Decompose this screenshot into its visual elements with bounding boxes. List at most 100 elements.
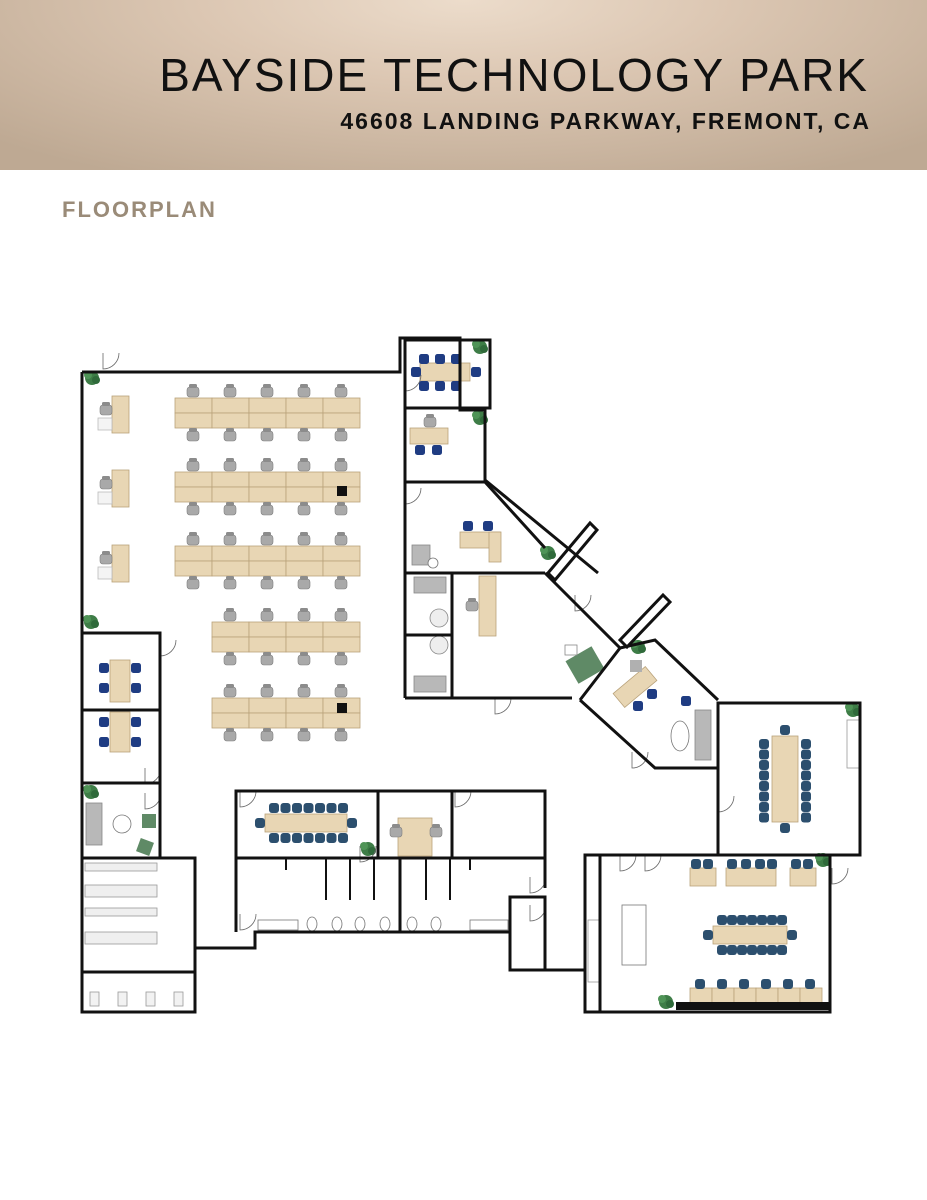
desk-icon <box>322 397 361 414</box>
chair-icon <box>419 354 429 364</box>
desk-icon <box>211 471 250 488</box>
desk-icon <box>322 560 361 577</box>
desk-icon <box>285 560 324 577</box>
desk-icon <box>322 621 361 638</box>
chair-icon <box>432 445 442 455</box>
chair-icon <box>630 660 642 672</box>
chair-icon <box>223 683 237 698</box>
cabinet-icon <box>587 919 601 983</box>
desk-icon <box>285 697 324 714</box>
chair-icon <box>755 859 765 869</box>
chair-icon <box>186 427 200 442</box>
chair-icon <box>297 383 311 398</box>
chair-icon <box>297 427 311 442</box>
chair-icon <box>99 475 113 490</box>
desk-icon <box>285 471 324 488</box>
desk-icon <box>409 427 449 445</box>
chair-icon <box>801 770 811 781</box>
wall-segment <box>234 789 547 932</box>
chair-icon <box>747 945 757 955</box>
desk-icon <box>419 362 471 382</box>
desk-icon <box>211 545 250 562</box>
chair-icon <box>99 663 109 673</box>
chair-icon <box>767 945 777 955</box>
wall-segment <box>403 406 487 484</box>
chair-icon <box>423 413 437 428</box>
chair-icon <box>131 683 141 693</box>
desk-icon <box>285 397 324 414</box>
desk-icon <box>248 412 287 429</box>
chair-icon <box>326 803 337 813</box>
chair-icon <box>297 575 311 590</box>
chair-icon <box>260 683 274 698</box>
chair-icon <box>759 770 769 781</box>
toilet-icon <box>406 916 418 932</box>
chair-icon <box>801 781 811 791</box>
chair-icon <box>419 381 429 391</box>
shelf-icon <box>84 931 158 945</box>
sink-icon <box>257 919 299 931</box>
desk-icon <box>109 659 131 703</box>
chair-icon <box>767 859 777 869</box>
door-swing-icon <box>239 913 257 931</box>
plant-icon <box>472 340 488 354</box>
chair-icon <box>759 749 769 760</box>
walls-layer <box>80 336 862 1014</box>
desk-icon <box>322 545 361 562</box>
chair-icon <box>759 781 769 791</box>
wall-segment <box>545 520 600 583</box>
desk-icon <box>322 712 361 729</box>
desk-icon <box>211 397 250 414</box>
chair-icon <box>186 501 200 516</box>
chair-icon <box>801 749 811 760</box>
chair-icon <box>260 727 274 742</box>
chair-icon <box>803 859 813 869</box>
chair-icon <box>334 531 348 546</box>
wall-segment <box>583 853 675 1012</box>
chair-icon <box>223 727 237 742</box>
armchair-icon <box>411 544 431 566</box>
chair-icon <box>801 812 811 823</box>
chair-icon <box>186 383 200 398</box>
chair-icon <box>260 427 274 442</box>
chair-icon <box>703 859 713 869</box>
chair-icon <box>717 915 727 925</box>
chair-icon <box>741 859 751 869</box>
sofa-icon <box>694 709 712 761</box>
door-swing-icon <box>454 790 472 808</box>
chair-icon <box>703 930 713 940</box>
desk-icon <box>174 397 213 414</box>
wall-segment <box>619 638 720 702</box>
section-label: FLOORPLAN <box>62 197 217 222</box>
chair-icon <box>465 597 479 612</box>
desk-icon <box>174 412 213 429</box>
counter-icon <box>621 904 647 966</box>
chair-icon <box>260 501 274 516</box>
shelf-icon <box>84 884 158 898</box>
door-swing-icon <box>574 594 592 612</box>
desk-icon <box>248 545 287 562</box>
chair-icon <box>691 859 701 869</box>
desk-icon <box>211 621 250 638</box>
chair-icon <box>297 501 311 516</box>
cabinet-icon <box>97 491 113 505</box>
credenza-icon <box>846 719 860 769</box>
chair-icon <box>757 915 767 925</box>
chair-icon <box>338 803 348 813</box>
door-swing-icon <box>631 751 649 769</box>
table-icon <box>427 557 439 569</box>
chair-icon <box>297 531 311 546</box>
desk-icon <box>285 412 324 429</box>
chair-icon <box>99 401 113 416</box>
property-address: 46608 LANDING PARKWAY, FREMONT, CA <box>340 108 871 134</box>
chair-icon <box>777 945 787 955</box>
locker-icon <box>89 991 100 1007</box>
chair-icon <box>131 663 141 673</box>
chair-icon <box>260 531 274 546</box>
door-swing-icon <box>404 487 422 505</box>
chair-icon <box>737 945 747 955</box>
chair-icon <box>280 803 291 813</box>
chair-icon <box>292 803 302 813</box>
desk-icon <box>725 867 777 887</box>
chair-icon <box>99 550 113 565</box>
